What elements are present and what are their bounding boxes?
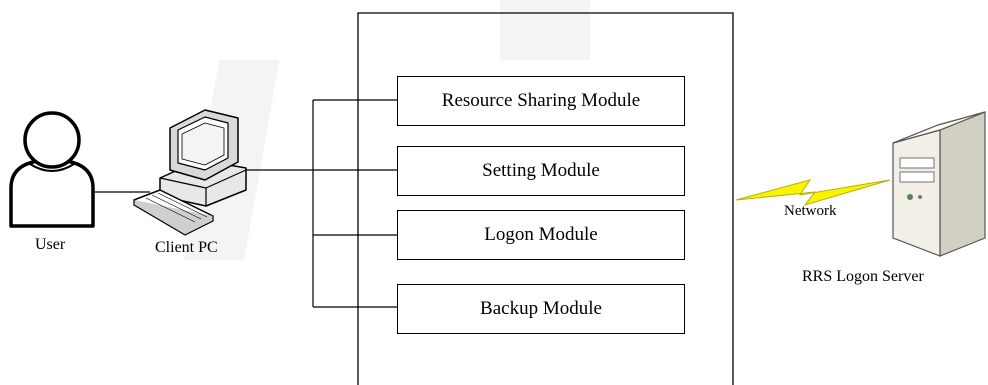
user-icon: [9, 111, 95, 228]
network-label: Network: [784, 203, 837, 219]
module-resource-sharing: Resource Sharing Module: [397, 76, 685, 126]
network-lightning-icon: [735, 179, 891, 206]
module-setting: Setting Module: [397, 146, 685, 196]
module-container: [357, 12, 734, 385]
user-label: User: [35, 236, 66, 253]
client-pc-icon: [133, 109, 247, 236]
module-backup: Backup Module: [397, 284, 685, 334]
module-logon: Logon Module: [397, 210, 685, 260]
client-pc-label: Client PC: [155, 239, 218, 256]
server-icon: [892, 111, 986, 257]
server-label: RRS Logon Server: [802, 268, 924, 285]
